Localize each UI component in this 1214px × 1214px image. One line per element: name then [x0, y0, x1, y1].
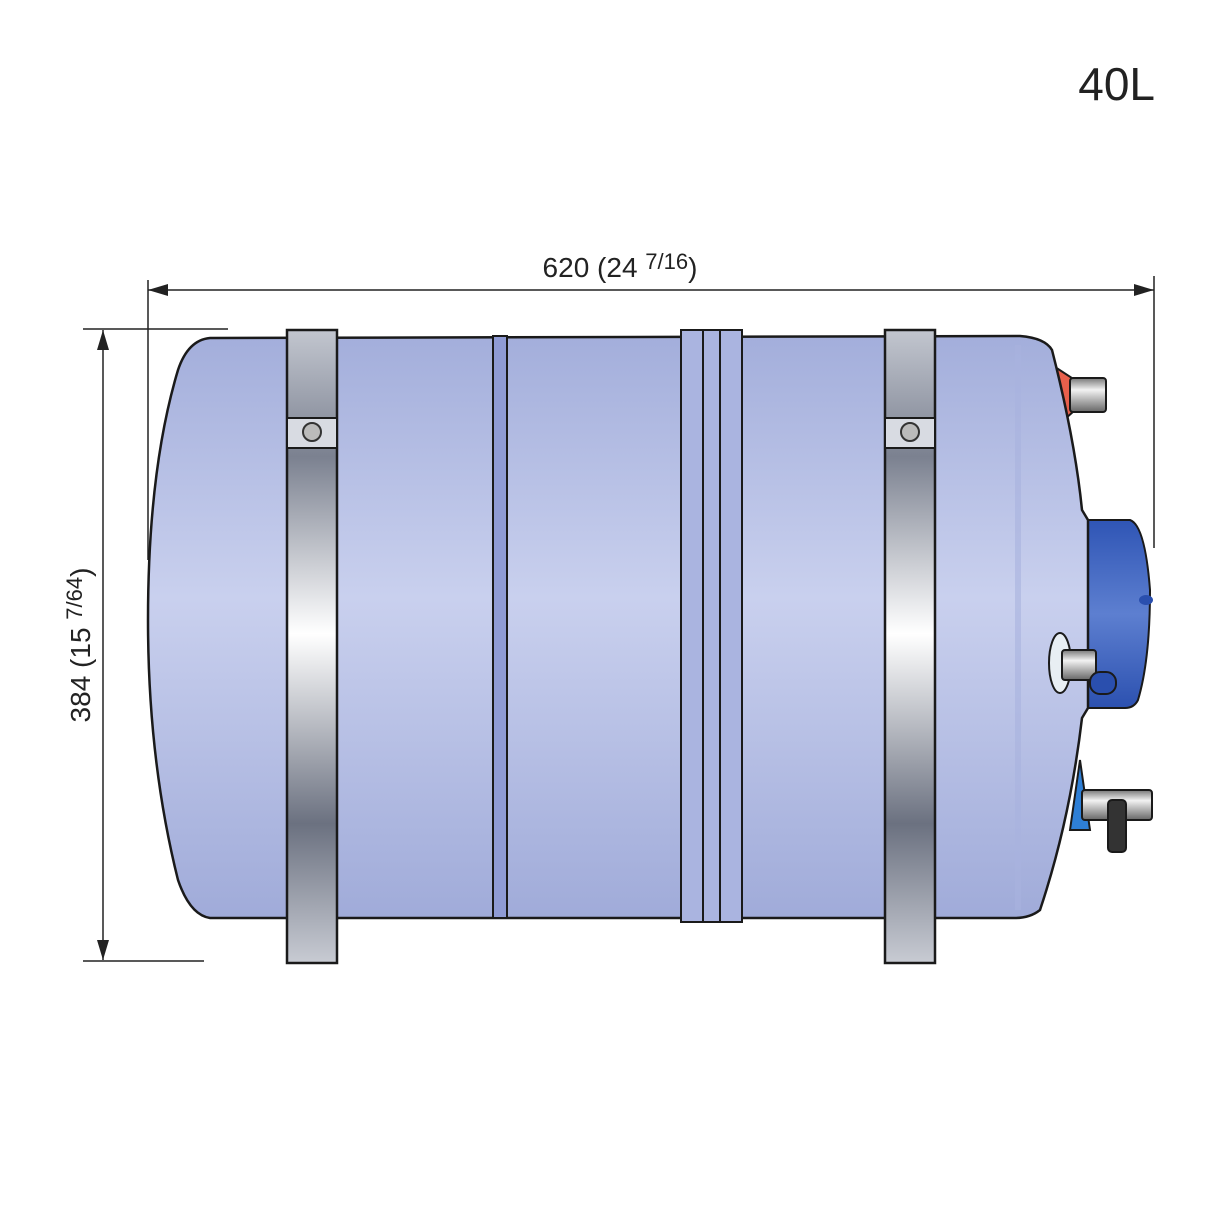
bolt-icon	[302, 422, 322, 442]
tank-body	[146, 334, 1090, 920]
tank-seam	[492, 335, 508, 919]
thermostat-fitting	[1048, 632, 1117, 695]
width-dimension: 620 (24 7/16)	[147, 249, 1155, 560]
capacity-label: 40L	[1078, 58, 1155, 110]
height-dimension-label: 384 (15 7/64)	[62, 568, 96, 723]
control-cover	[1087, 519, 1153, 709]
cold-water-inlet-valve	[1068, 759, 1153, 853]
mounting-strap-left	[285, 328, 339, 965]
tank-center-band	[680, 329, 743, 923]
mounting-strap-right	[883, 328, 937, 965]
width-dimension-label: 620 (24 7/16)	[543, 249, 698, 283]
bolt-icon	[900, 422, 920, 442]
height-dimension: 384 (15 7/64)	[62, 328, 228, 962]
